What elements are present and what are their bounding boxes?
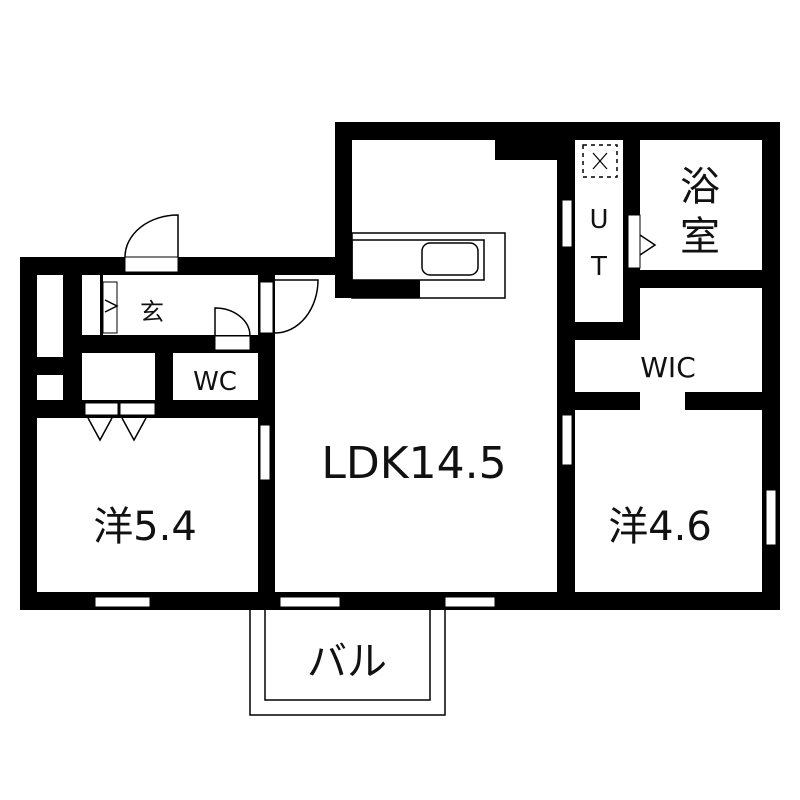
room-label-ldk: LDK14.5 xyxy=(321,438,506,489)
openings xyxy=(84,199,777,608)
entrance-door-frame xyxy=(124,256,179,273)
balcony-outer xyxy=(249,610,446,716)
room-label-bath-1: 浴 xyxy=(680,164,720,210)
door-swings xyxy=(87,142,657,716)
bath-door xyxy=(627,214,641,269)
balcony-inner xyxy=(264,610,431,701)
triangle-icon xyxy=(104,299,119,313)
wc-door-frame xyxy=(214,335,251,351)
ldk-door-frame xyxy=(259,281,274,334)
window xyxy=(765,489,777,546)
room-door xyxy=(561,414,573,466)
room-label-ut-u: U xyxy=(589,205,608,235)
room-label-western-left: 洋5.4 xyxy=(93,504,197,550)
entrance-door-swing xyxy=(124,214,179,258)
room-label-western-right: 洋4.6 xyxy=(608,504,712,550)
sink xyxy=(421,242,479,276)
closet-door xyxy=(84,402,119,416)
triangle-icon xyxy=(639,234,657,256)
ldk-door-swing xyxy=(274,279,319,334)
ut-door xyxy=(561,199,573,248)
room-label-wc: WC xyxy=(193,367,237,397)
room-label-entrance: 玄 xyxy=(140,298,164,326)
window xyxy=(279,596,341,608)
room-label-ut-t: T xyxy=(590,252,607,282)
room-label-bath-2: 室 xyxy=(680,214,720,260)
shoe-closet xyxy=(102,281,118,334)
room-door xyxy=(259,424,271,481)
closet-triangles-icon xyxy=(87,417,147,442)
washer-mark-icon xyxy=(592,152,608,170)
window xyxy=(444,596,496,608)
wc-door-swing xyxy=(214,307,251,337)
closet-door xyxy=(119,402,156,416)
room-label-wic: WIC xyxy=(640,351,696,384)
washer-space xyxy=(582,144,618,178)
window xyxy=(94,596,151,608)
room-label-balcony: バル xyxy=(307,639,387,685)
